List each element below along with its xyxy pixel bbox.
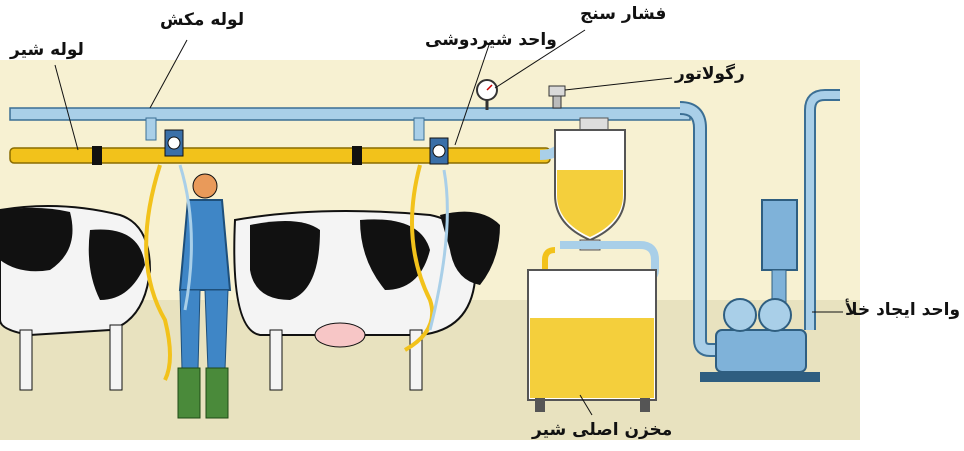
label-regulator: رگولاتور — [675, 64, 745, 84]
label-vacuum-unit: واحد ایجاد خلأ — [845, 300, 960, 320]
label-milking-unit: واحد شیردوشی — [425, 30, 557, 50]
label-milk-pipe: لوله شیر — [10, 40, 84, 60]
label-main-milk-tank: مخزن اصلی شیر — [532, 420, 672, 440]
label-vacuum-pipe: لوله مکش — [160, 10, 244, 30]
label-pressure-gauge: فشار سنج — [580, 4, 666, 24]
milk-tank — [528, 250, 656, 412]
